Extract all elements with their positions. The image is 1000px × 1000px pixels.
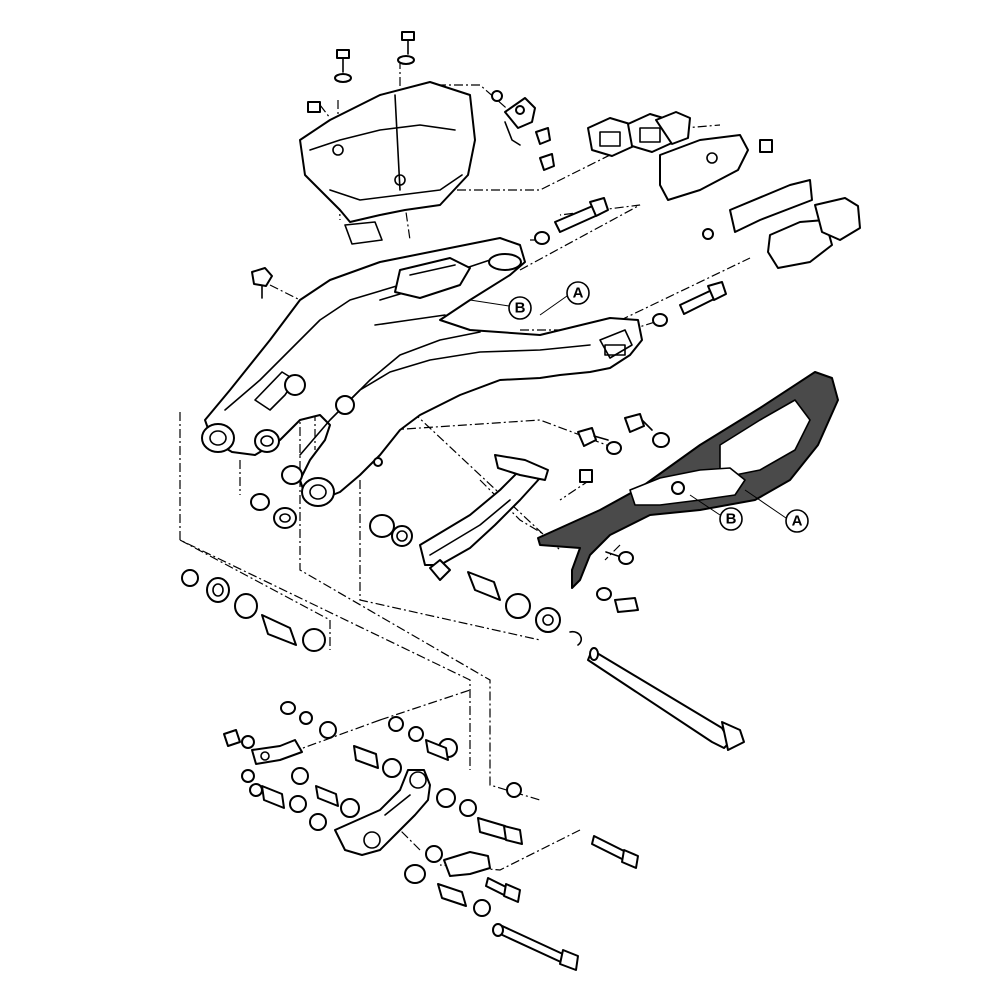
callout-leaders — [469, 295, 787, 519]
callout-a-guard: A — [785, 509, 809, 533]
callout-a-top: A — [566, 281, 590, 305]
turn-signal-assembly-top — [587, 111, 773, 201]
swingarm — [204, 237, 643, 501]
chain-guard — [537, 371, 839, 589]
callout-b-guard-label: B — [726, 511, 737, 528]
linkage-collars-top — [280, 701, 458, 778]
pivot-shaft — [587, 647, 745, 751]
chain-slider — [419, 454, 593, 581]
left-bearing-stack — [181, 569, 326, 652]
chain-guard-bolts — [577, 413, 670, 613]
swingarm-pivot-left — [201, 423, 235, 453]
relay-arm — [334, 769, 431, 856]
linkage-lower-collars — [241, 769, 360, 831]
linkage-bolts — [485, 835, 639, 971]
callout-b-top: B — [508, 296, 532, 320]
left-small-parts — [250, 267, 303, 529]
rear-fender-cover — [299, 81, 476, 245]
callout-a-top-label: A — [573, 285, 584, 302]
small-bracket — [504, 97, 555, 171]
license-bracket — [702, 179, 861, 269]
linkage-left-bolt — [223, 729, 309, 785]
linkage-right-parts — [404, 782, 523, 917]
callout-a-guard-label: A — [792, 513, 803, 530]
callout-b-guard: B — [719, 507, 743, 531]
cover-screws — [307, 31, 503, 113]
callout-b-top-label: B — [515, 300, 526, 317]
top-bolts — [534, 197, 727, 327]
swingarm-pivot-right — [301, 477, 335, 507]
center-bearings — [369, 457, 582, 646]
